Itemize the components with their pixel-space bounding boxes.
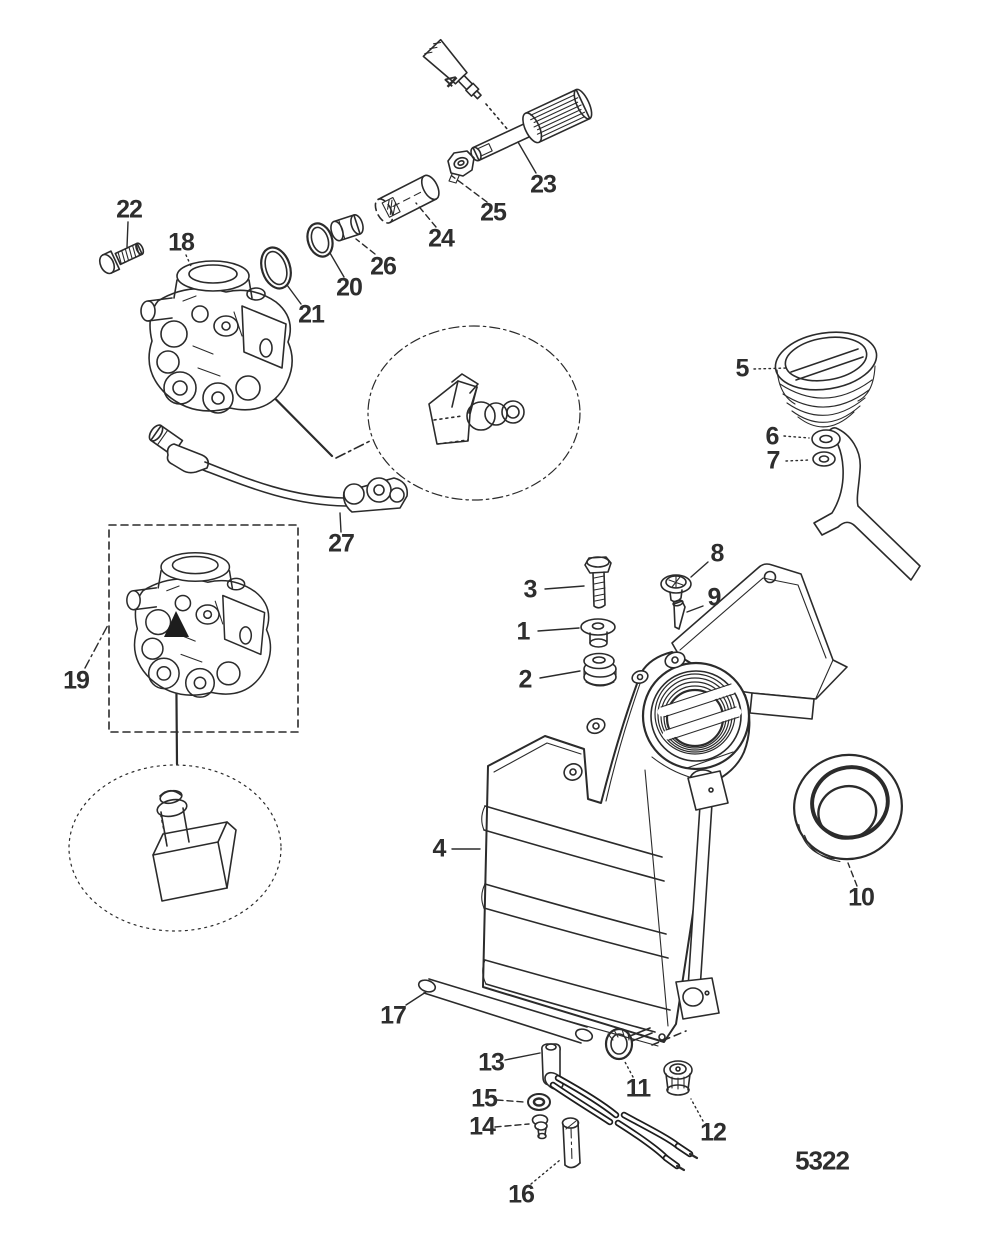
callout-18: 18 — [168, 228, 195, 257]
leader-line-7 — [785, 459, 811, 462]
callout-23: 23 — [530, 170, 557, 199]
detail-arrow-lower-overlay — [164, 611, 189, 637]
leader-lines — [84, 141, 858, 1185]
grommet-2 — [583, 652, 617, 687]
clamp-11 — [604, 1027, 687, 1061]
inset-detail-circle-a — [367, 325, 581, 501]
o-ring-21 — [260, 246, 292, 290]
callout-13: 13 — [478, 1048, 505, 1077]
washer-6 — [811, 429, 841, 449]
callout-17: 17 — [380, 1001, 407, 1030]
callout-1: 1 — [516, 617, 531, 646]
fitting-detail-a — [428, 373, 525, 445]
leader-line-21 — [286, 284, 302, 305]
leader-line-18 — [185, 254, 192, 267]
hose-assembly-13 — [541, 1043, 699, 1172]
sleeve-24 — [374, 174, 440, 224]
leader-line-23 — [517, 141, 537, 174]
linkage-27 — [148, 424, 409, 513]
callout-22: 22 — [116, 195, 143, 224]
leader-line-2 — [539, 670, 581, 679]
driveshaft-23 — [470, 88, 593, 162]
inset-detail-circle-b — [68, 764, 282, 932]
tube-16 — [561, 1117, 581, 1169]
oil-tank-4 — [481, 563, 848, 1047]
pin-9 — [672, 599, 686, 630]
callout-7: 7 — [766, 446, 781, 475]
leader-line-10 — [847, 862, 858, 887]
fill-tube-17 — [417, 978, 594, 1044]
plug-12 — [663, 1060, 693, 1096]
callout-21: 21 — [298, 300, 325, 329]
callout-4: 4 — [432, 834, 447, 863]
reference-box-19 — [108, 524, 299, 733]
callout-5: 5 — [735, 354, 750, 383]
leader-line-15 — [496, 1099, 525, 1103]
callout-26: 26 — [370, 252, 397, 281]
callout-10: 10 — [848, 883, 875, 912]
callout-9: 9 — [707, 583, 722, 612]
leader-line-14 — [494, 1123, 530, 1128]
screw-8 — [660, 574, 692, 603]
callout-16: 16 — [508, 1180, 535, 1209]
fitting-detail-b — [152, 789, 237, 902]
callout-25: 25 — [480, 198, 507, 227]
hose-end-fittings — [662, 1142, 699, 1172]
leader-line-17 — [405, 991, 427, 1006]
callout-19: 19 — [63, 666, 90, 695]
leader-line-19 — [84, 622, 110, 669]
leader-line-3 — [544, 585, 585, 590]
leader-line-26 — [355, 238, 376, 255]
callout-11: 11 — [625, 1074, 651, 1103]
leader-line-5 — [753, 367, 789, 370]
fitting-25 — [447, 150, 475, 184]
bushing-26 — [330, 214, 364, 242]
leader-line-20 — [329, 252, 345, 278]
leader-line-6 — [783, 435, 810, 439]
retainer-bracket — [813, 427, 921, 581]
leader-line-8 — [690, 561, 709, 578]
leader-line-24 — [415, 202, 437, 228]
tank-support-rod — [675, 769, 729, 1020]
grommet-1 — [580, 618, 616, 648]
grommet-ring-10 — [793, 753, 903, 863]
callout-24: 24 — [428, 224, 455, 253]
callout-2: 2 — [518, 665, 533, 694]
callout-14: 14 — [469, 1112, 496, 1141]
leader-line-25 — [451, 175, 488, 203]
o-ring-20 — [306, 222, 334, 258]
washer-7 — [812, 451, 836, 467]
callout-3: 3 — [523, 575, 538, 604]
callout-20: 20 — [336, 273, 363, 302]
screw-14 — [531, 1114, 549, 1140]
bolt-22 — [98, 242, 145, 275]
leader-line-13 — [504, 1052, 541, 1061]
leader-line-16 — [530, 1159, 561, 1185]
tank-mounting-ears — [563, 651, 686, 781]
leader-line-1 — [537, 627, 580, 632]
callout-12: 12 — [700, 1118, 727, 1147]
callout-8: 8 — [710, 539, 725, 568]
callout-27: 27 — [328, 529, 355, 558]
tank-filler-neck — [641, 661, 751, 771]
leader-line-22 — [126, 221, 129, 248]
leader-line-27 — [339, 512, 342, 533]
lubricant-tube-icon: 4 — [422, 38, 509, 131]
washer-15 — [527, 1093, 551, 1111]
callout-6: 6 — [765, 422, 780, 451]
oil-cap-5 — [774, 331, 878, 428]
callout-15: 15 — [471, 1084, 498, 1113]
bolt-3 — [584, 556, 612, 609]
leader-line-12 — [690, 1098, 704, 1122]
drawing-number: 5322 — [795, 1145, 850, 1176]
leader-line-9 — [686, 605, 704, 613]
oil-pump-assembly-19 — [126, 551, 272, 698]
